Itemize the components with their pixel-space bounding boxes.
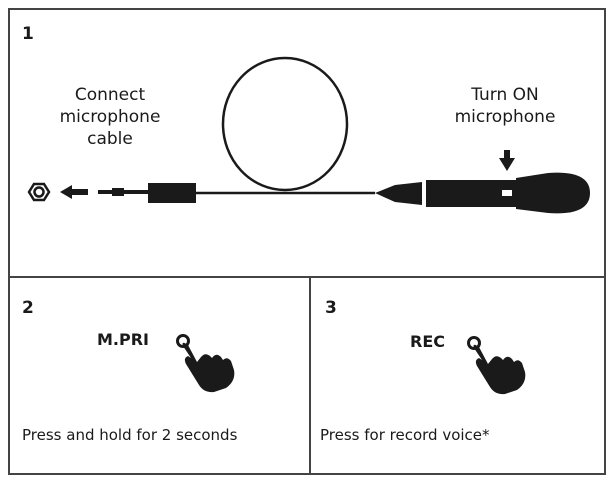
- pointing-hand-icon: [182, 342, 235, 393]
- button-ring-icon: [176, 334, 190, 348]
- rec-button-label: REC: [410, 332, 445, 351]
- cable-loop-icon: [196, 56, 375, 195]
- panel2-number: 2: [22, 298, 34, 318]
- microphone-icon: [375, 172, 590, 214]
- plug-icon: [98, 183, 196, 203]
- nut-icon: [27, 182, 51, 202]
- panel3-caption: Press for record voice*: [320, 426, 490, 444]
- divider-horizontal: [8, 276, 606, 278]
- connect-label-line1: Connect: [74, 85, 146, 105]
- turn-on-label-line2: microphone: [454, 107, 556, 127]
- turn-on-label: Turn ON microphone: [440, 84, 570, 128]
- connect-label-line3: cable: [87, 129, 133, 149]
- divider-vertical: [309, 277, 311, 475]
- arrow-left-icon: [60, 185, 88, 199]
- button-ring-icon: [467, 336, 481, 350]
- panel3-number: 3: [325, 298, 337, 318]
- mpri-button-label: M.PRI: [97, 330, 149, 349]
- connect-label-line2: microphone: [59, 107, 161, 127]
- connect-label: Connect microphone cable: [50, 84, 170, 150]
- panel1-number: 1: [22, 24, 34, 44]
- diagram-frame: [8, 8, 606, 475]
- turn-on-label-line1: Turn ON: [471, 85, 539, 105]
- pointing-hand-icon: [473, 344, 526, 395]
- panel2-caption: Press and hold for 2 seconds: [22, 426, 238, 444]
- arrow-down-icon: [499, 150, 515, 171]
